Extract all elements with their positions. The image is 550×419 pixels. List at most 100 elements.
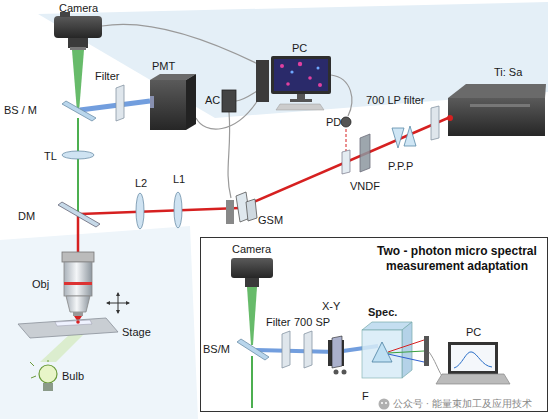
inset-camera — [245, 278, 259, 287]
nd-filter — [360, 134, 370, 172]
inset-optics — [304, 331, 312, 368]
spectrometer — [424, 336, 429, 366]
laser — [448, 84, 546, 98]
inset-optics — [332, 336, 342, 368]
nd-filter — [360, 134, 370, 172]
inset-beams — [247, 287, 257, 345]
spectrometer — [388, 354, 424, 362]
part-label: PMT — [152, 60, 175, 72]
part-label: PC — [466, 326, 481, 338]
stage-axes — [106, 301, 110, 305]
light-cone — [40, 334, 84, 362]
tube-lens — [62, 151, 94, 159]
inset-optics — [237, 331, 347, 375]
photodiode — [341, 117, 351, 127]
blue-beam — [80, 101, 150, 110]
computer — [271, 56, 331, 94]
stage — [55, 320, 92, 326]
laptop — [454, 352, 492, 368]
laser — [448, 98, 545, 136]
watermark-icon — [379, 399, 390, 410]
bulb — [30, 362, 34, 366]
part-label: Filter — [95, 70, 119, 82]
stage — [18, 318, 118, 338]
watermark-icon — [385, 402, 387, 404]
part-label: Stage — [122, 326, 151, 338]
photodiode — [342, 150, 350, 174]
part-label: Spec. — [368, 306, 397, 318]
stage-axes — [116, 292, 120, 296]
pmt-detector — [150, 80, 186, 130]
red-beam — [240, 118, 448, 208]
part-label: P.P.P — [388, 160, 413, 172]
computer — [286, 82, 290, 86]
galvo-scan-mirror — [246, 199, 257, 221]
bulb — [43, 383, 53, 391]
watermark-icon — [381, 402, 383, 404]
part-label: Ti: Sa — [494, 66, 522, 78]
cable — [228, 112, 231, 198]
pmt-detector — [186, 74, 196, 130]
inset-beams — [251, 356, 253, 408]
spectrometer — [388, 340, 424, 352]
part-label: Filter — [266, 316, 290, 328]
inset-panel: Two - photon micro spectral measurement … — [200, 237, 548, 412]
lens — [136, 193, 144, 229]
blue-beam — [80, 101, 150, 110]
objective — [64, 282, 92, 285]
computer — [274, 59, 328, 91]
inset-optics — [334, 370, 339, 375]
part-label: GSM — [258, 214, 283, 226]
laptop — [436, 374, 510, 384]
green-beam — [72, 50, 84, 112]
part-label: F — [362, 390, 369, 402]
dichroic-mirror — [58, 202, 100, 227]
green-beam — [72, 50, 84, 212]
dichroic-mirror — [58, 202, 100, 227]
stage-axes — [126, 301, 130, 305]
laser — [447, 84, 546, 136]
part-label: BS/M — [203, 343, 230, 355]
computer — [318, 83, 322, 87]
inset-camera — [231, 258, 273, 287]
inset-beams — [256, 346, 378, 352]
camera-icon — [70, 47, 86, 50]
spectrometer — [402, 322, 412, 378]
watermark-icon — [379, 399, 390, 410]
stage-axes — [106, 292, 130, 314]
ac-driver — [222, 90, 236, 112]
part-label: PD — [326, 116, 341, 128]
inset-ground — [200, 237, 548, 412]
prism-pair — [404, 126, 416, 146]
computer — [290, 70, 293, 73]
spectrometer — [362, 330, 402, 378]
objective — [64, 262, 92, 296]
part-label: 700 SP — [294, 316, 330, 328]
inset-optics — [282, 331, 290, 368]
bulb — [31, 376, 36, 378]
part-label: PC — [292, 42, 307, 54]
part-label: 700 LP filter — [366, 94, 425, 106]
part-label: Obj — [32, 278, 49, 290]
prism-pair — [392, 126, 416, 148]
galvo-scan-mirror — [226, 200, 234, 224]
computer — [276, 104, 324, 110]
computer — [256, 56, 331, 110]
filter-plate — [116, 85, 124, 121]
watermark: 公众号 · 能量束加工及应用技术 — [393, 398, 532, 409]
part-label: VNDF — [350, 180, 380, 192]
galvo-scan-mirror — [226, 192, 257, 224]
objective — [66, 296, 90, 312]
pmt-detector — [150, 74, 196, 130]
part-label: BS / M — [4, 104, 37, 116]
cable — [102, 24, 352, 198]
inset-beams — [247, 287, 378, 408]
computer — [308, 76, 312, 80]
part-label: Camera — [232, 243, 271, 255]
camera-icon — [68, 38, 88, 48]
long-pass-filter — [431, 106, 439, 140]
part-label: DM — [18, 210, 35, 222]
objective — [73, 312, 83, 316]
